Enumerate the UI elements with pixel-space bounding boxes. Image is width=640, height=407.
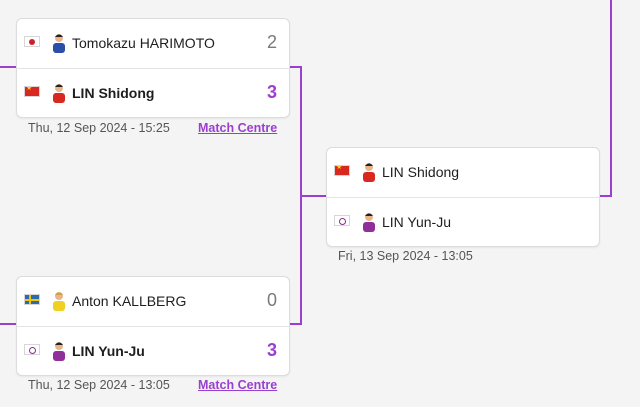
player-name: LIN Shidong [72,85,155,101]
player-row: LIN Yun-Ju [327,197,599,246]
player-avatar [363,163,375,182]
player-avatar [363,213,375,232]
player-name: LIN Shidong [382,164,460,180]
player-name: LIN Yun-Ju [72,343,145,359]
player-row: Anton KALLBERG 0 [17,277,289,326]
player-avatar [53,34,65,53]
player-name: Tomokazu HARIMOTO [72,35,215,51]
player-score: 2 [266,32,277,52]
player-score: 3 [266,82,277,102]
player-score: 0 [266,290,277,310]
match-date: Thu, 12 Sep 2024 - 13:05 [28,378,170,392]
chinese-taipei-flag-icon [24,344,40,355]
match-card-semifinal-2[interactable]: Anton KALLBERG 0 LIN Yun-Ju 3 [16,276,290,376]
match-date: Fri, 13 Sep 2024 - 13:05 [338,249,473,263]
japan-flag-icon [24,36,40,47]
player-name: LIN Yun-Ju [382,214,452,230]
chinese-taipei-flag-icon [334,215,350,226]
match-card-semifinal-1[interactable]: Tomokazu HARIMOTO 2 LIN Shidong 3 [16,18,290,118]
match-date: Thu, 12 Sep 2024 - 15:25 [28,121,170,135]
match-card-final[interactable]: LIN Shidong LIN Yun-Ju [326,147,600,247]
player-row: LIN Shidong [327,148,599,197]
match-centre-link[interactable]: Match Centre [198,121,278,135]
china-flag-icon [24,86,40,97]
player-avatar [53,84,65,103]
player-row: LIN Shidong 3 [17,68,289,117]
player-name: Anton KALLBERG [72,293,187,309]
sweden-flag-icon [24,294,40,305]
player-score: 3 [266,340,277,360]
player-avatar [53,342,65,361]
player-row: LIN Yun-Ju 3 [17,326,289,375]
player-row: Tomokazu HARIMOTO 2 [17,19,289,68]
china-flag-icon [334,165,350,176]
match-centre-link[interactable]: Match Centre [198,378,278,392]
player-avatar [53,292,65,311]
